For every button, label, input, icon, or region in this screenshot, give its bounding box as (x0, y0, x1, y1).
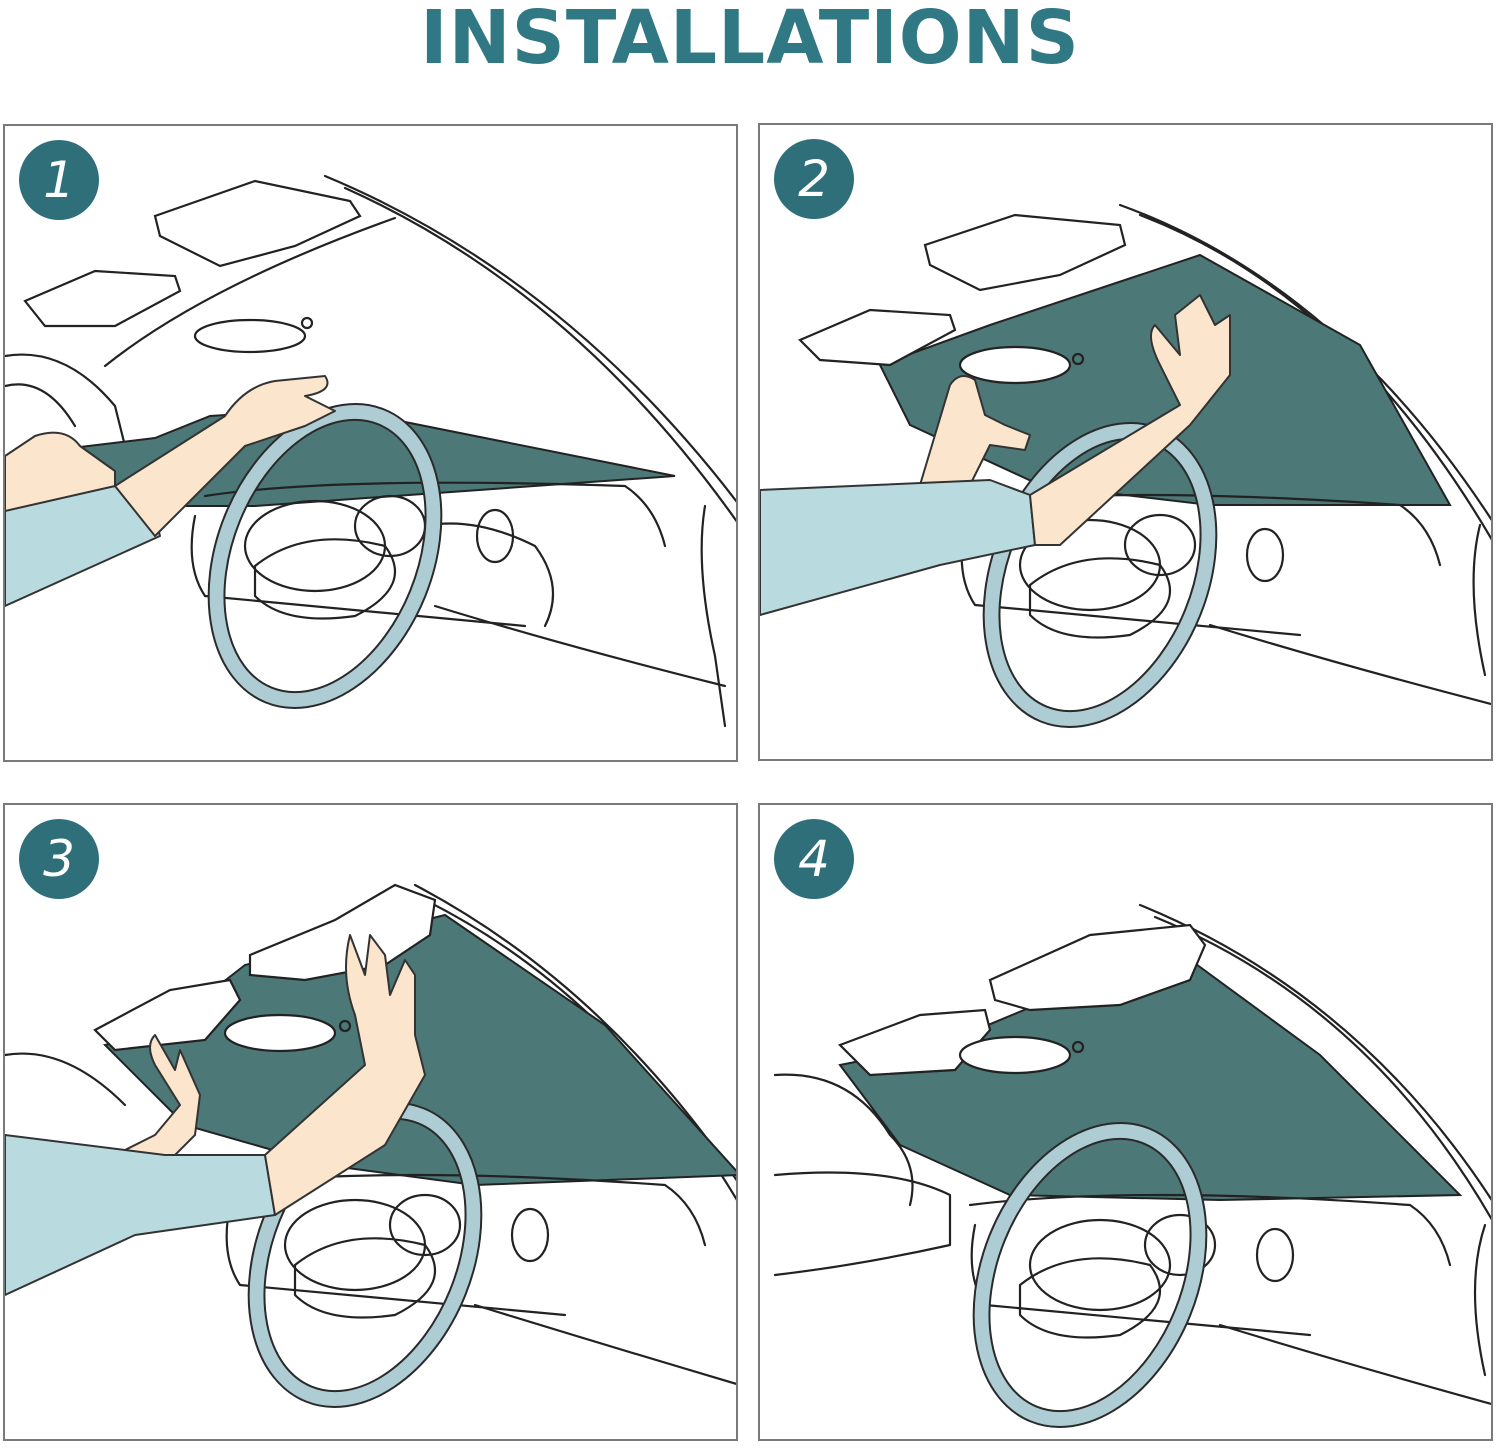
step-1-panel: 1 (3, 124, 738, 762)
page-title: INSTALLATIONS (420, 0, 1080, 81)
step-2-panel: 2 (758, 123, 1493, 761)
step-4-panel: 4 (758, 803, 1493, 1441)
step-3-badge: 3 (19, 819, 99, 899)
step-4-illustration (773, 903, 1491, 1428)
step-3-illustration (5, 883, 736, 1408)
step-3-panel: 3 (3, 803, 738, 1441)
step-1-badge: 1 (19, 140, 99, 220)
step-4-badge: 4 (774, 819, 854, 899)
step-2-illustration (760, 203, 1491, 728)
step-2-badge: 2 (774, 139, 854, 219)
step-1-illustration (5, 174, 736, 728)
